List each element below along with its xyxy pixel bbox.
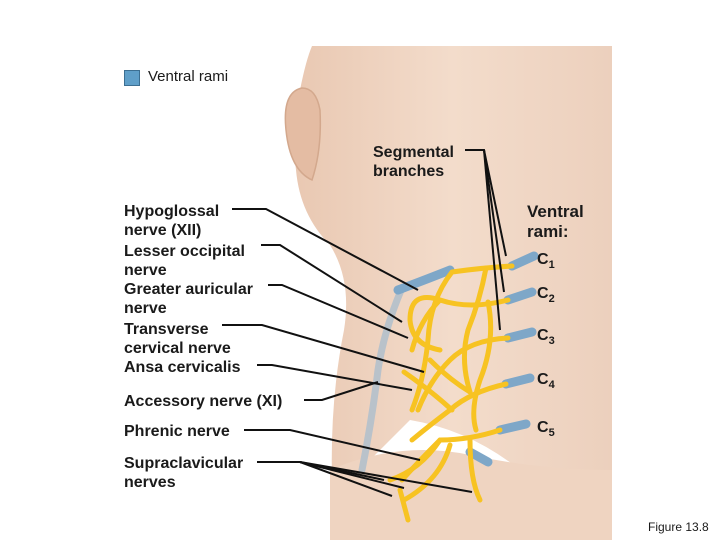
ramus-c5: C5 — [537, 419, 555, 440]
hypoglossal-label: Hypoglossal nerve (XII) — [124, 203, 220, 239]
supraclavicular-label: Supraclavicular nerves — [124, 455, 244, 491]
ear — [284, 87, 322, 182]
accessory-nerve-label: Accessory nerve (XI) — [124, 393, 283, 410]
segmental-branches-label: Segmental branches — [373, 144, 454, 180]
ventral-rami-label: Ventral rami: — [527, 202, 584, 241]
shoulder — [330, 450, 612, 540]
figure-caption: Figure 13.8 — [648, 520, 709, 534]
cervical-plexus — [387, 263, 515, 523]
greater-auricular-label: Greater auricular nerve — [124, 281, 253, 317]
transverse-cervical-label: Transverse cervical nerve — [124, 321, 231, 357]
ramus-c2: C2 — [537, 285, 555, 306]
ramus-c1: C1 — [537, 251, 555, 272]
ramus-c4: C4 — [537, 371, 555, 392]
leader-lines — [222, 149, 507, 497]
phrenic-nerve-label: Phrenic nerve — [124, 423, 230, 440]
ramus-c3: C3 — [537, 327, 555, 348]
legend-label: Ventral rami — [148, 68, 229, 85]
head-neck-skin — [293, 46, 612, 480]
legend-swatch — [124, 70, 140, 86]
ansa-cervicalis-label: Ansa cervicalis — [124, 359, 241, 376]
lesser-occipital-label: Lesser occipital nerve — [124, 243, 245, 279]
ventral-rami-stubs — [393, 251, 539, 467]
